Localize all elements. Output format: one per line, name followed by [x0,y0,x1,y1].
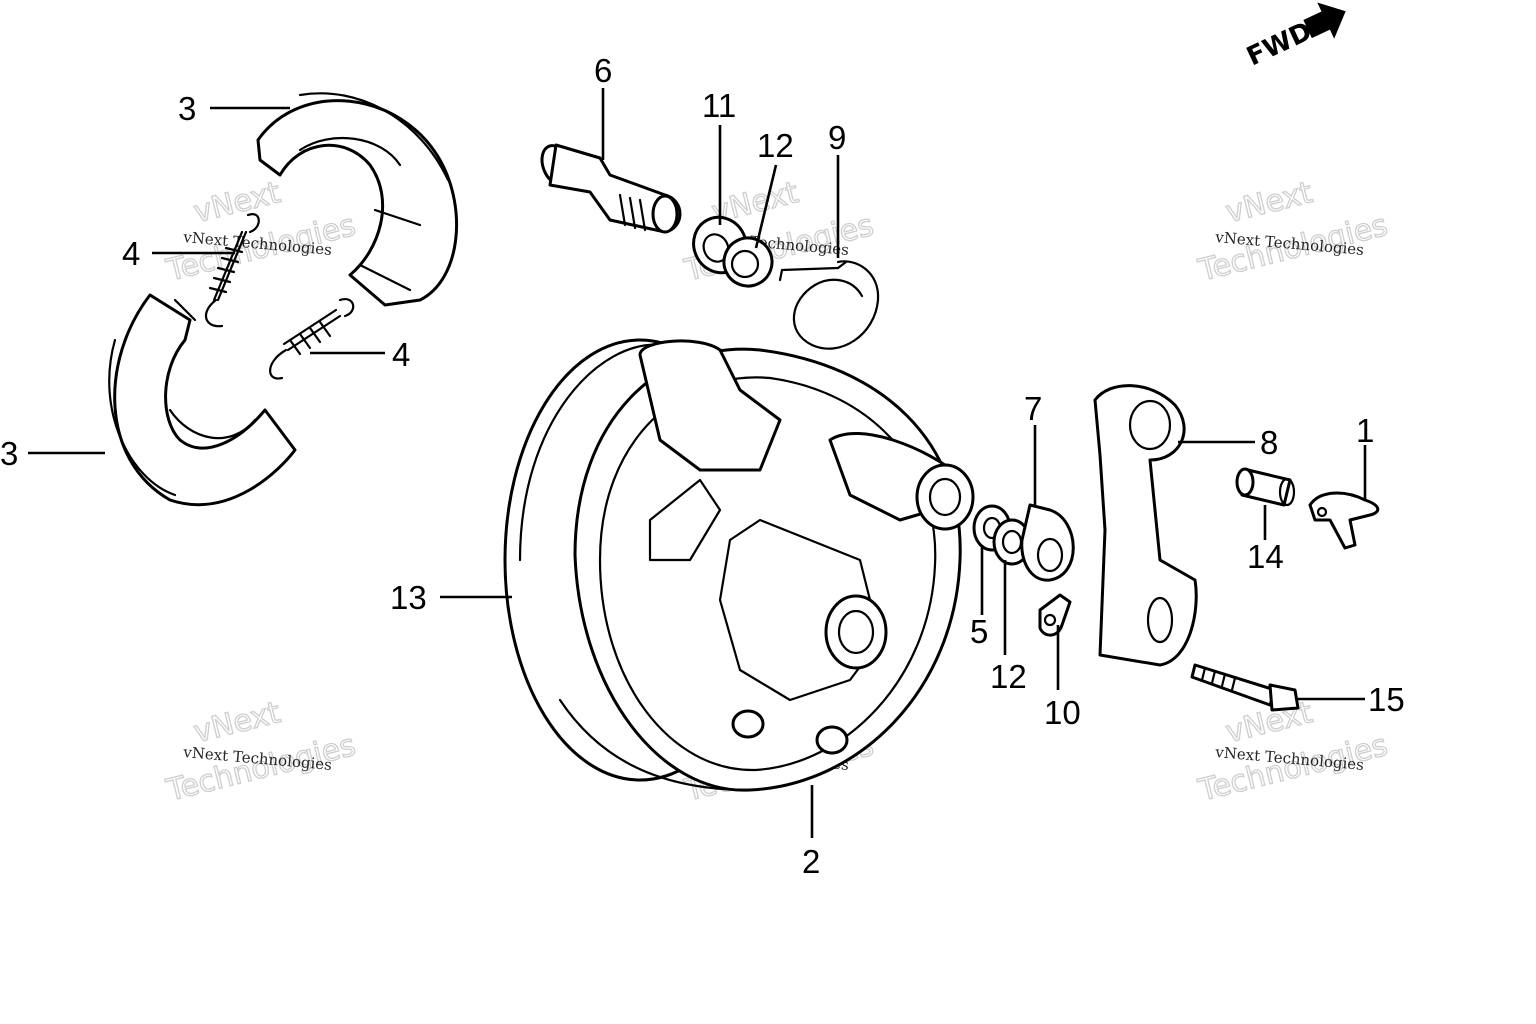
callout-4-lower-spring: 4 [392,336,410,373]
callout-1-clip: 1 [1356,412,1374,449]
callout-3-upper-shoe: 3 [178,90,196,127]
callout-11-felt-seal: 11 [702,87,736,124]
svg-text:vNext: vNext [190,695,284,750]
fwd-arrow: FWD [1242,2,1346,72]
callout-12-washer-lower: 12 [990,658,1027,695]
callout-12-washer-upper: 12 [757,127,794,164]
watermark-top-left: vNext Technologies [162,174,360,289]
leader-lines [28,88,1367,838]
callout-14-pin: 14 [1247,538,1284,575]
callout-5-dust-seal: 5 [970,613,988,650]
spring-upper [205,213,260,328]
brake-shoe-lower [108,293,297,507]
svg-text:vNext: vNext [1222,175,1316,230]
callouts: 3 3 4 4 6 11 12 9 13 2 7 5 12 10 8 1 14 … [0,52,1405,880]
fwd-label: FWD [1242,16,1316,72]
callout-2-panel-body: 2 [802,843,820,880]
svg-text:vNext: vNext [190,175,284,230]
pinch-bolt [1190,663,1300,712]
callout-10-retainer: 10 [1044,694,1081,731]
washer-upper [722,236,774,288]
watermark-top-right: vNext Technologies [1194,174,1392,289]
wear-indicator [1020,503,1075,582]
callout-7-wear-indicator: 7 [1024,390,1042,427]
retainer-clip [1038,593,1072,637]
brake-cam [540,143,682,234]
brake-arm [1093,384,1198,667]
callout-9-return-spring: 9 [828,119,846,156]
callout-15-bolt: 15 [1368,681,1405,718]
return-spring [778,260,880,350]
callout-8-brake-arm: 8 [1260,424,1278,461]
callout-4-upper-spring: 4 [122,235,140,272]
spring-lower [269,298,355,380]
brake-shoe-upper [256,92,458,307]
r-clip [1308,491,1380,550]
arrow-icon [1303,2,1346,39]
watermark-bottom-left: vNext Technologies [162,694,360,809]
callout-6-cam: 6 [594,52,612,89]
joint-pin [1235,467,1296,507]
brake-panel [503,338,975,792]
callout-13-brake-panel: 13 [390,579,427,616]
callout-3-lower-shoe: 3 [0,435,18,472]
